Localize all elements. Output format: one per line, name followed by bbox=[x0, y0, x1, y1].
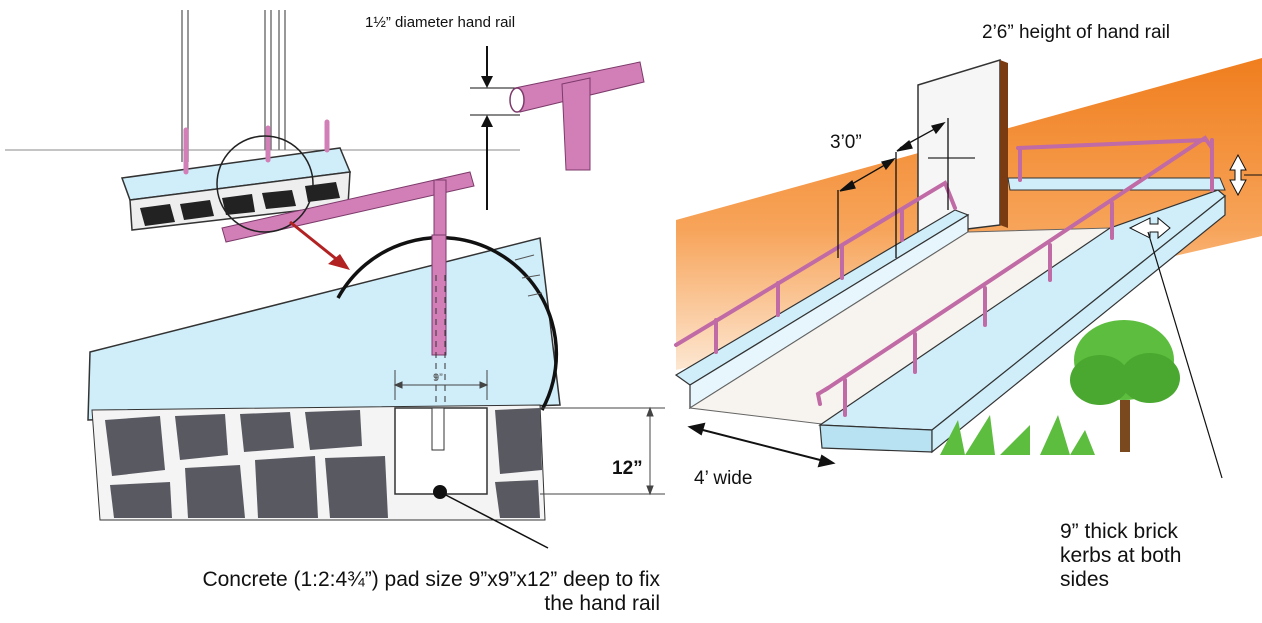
rail-height-label: 2’6” height of hand rail bbox=[982, 22, 1171, 43]
sloping-hand-rail bbox=[221, 171, 475, 243]
kerbs-label: 9” thick brick kerbs at both sides bbox=[1060, 520, 1182, 592]
concrete-slab bbox=[87, 237, 561, 421]
left-hand-rail bbox=[674, 180, 957, 354]
right-kerb bbox=[818, 189, 1226, 454]
detail-arc bbox=[336, 235, 559, 411]
rail-height-arrow bbox=[1229, 153, 1262, 197]
small-rail-posts bbox=[183, 119, 330, 175]
rail-post bbox=[431, 234, 447, 356]
upper-posts bbox=[181, 10, 286, 162]
pad-width-label: 9” bbox=[433, 372, 443, 384]
left-detail bbox=[5, 10, 665, 549]
rail-diameter-label: 1½” diameter hand rail bbox=[365, 14, 516, 31]
pad-depth-label: 12” bbox=[612, 458, 643, 479]
small-ramp-slab bbox=[120, 147, 352, 231]
concrete-pad-label: Concrete (1:2:4¾”) pad size 9”x9”x12” de… bbox=[202, 568, 660, 616]
detail-magnifier bbox=[216, 135, 314, 233]
post-spacing-label: 3’0” bbox=[830, 132, 862, 153]
right-hand-rail bbox=[815, 135, 1214, 417]
door bbox=[917, 58, 1008, 236]
rail-diameter-detail bbox=[470, 46, 645, 210]
post-spacing-dimension bbox=[837, 118, 949, 258]
ramp-width-dimension bbox=[687, 422, 836, 468]
pad-width-dimension bbox=[393, 370, 489, 400]
ramp-width-label: 4’ wide bbox=[694, 468, 753, 489]
pad-depth-dimension bbox=[540, 406, 665, 496]
tree bbox=[1070, 320, 1180, 452]
right-detail bbox=[674, 58, 1262, 479]
grass bbox=[940, 415, 1095, 455]
kerb-thickness-arrow bbox=[1128, 216, 1171, 240]
detail-arrow bbox=[289, 220, 350, 270]
